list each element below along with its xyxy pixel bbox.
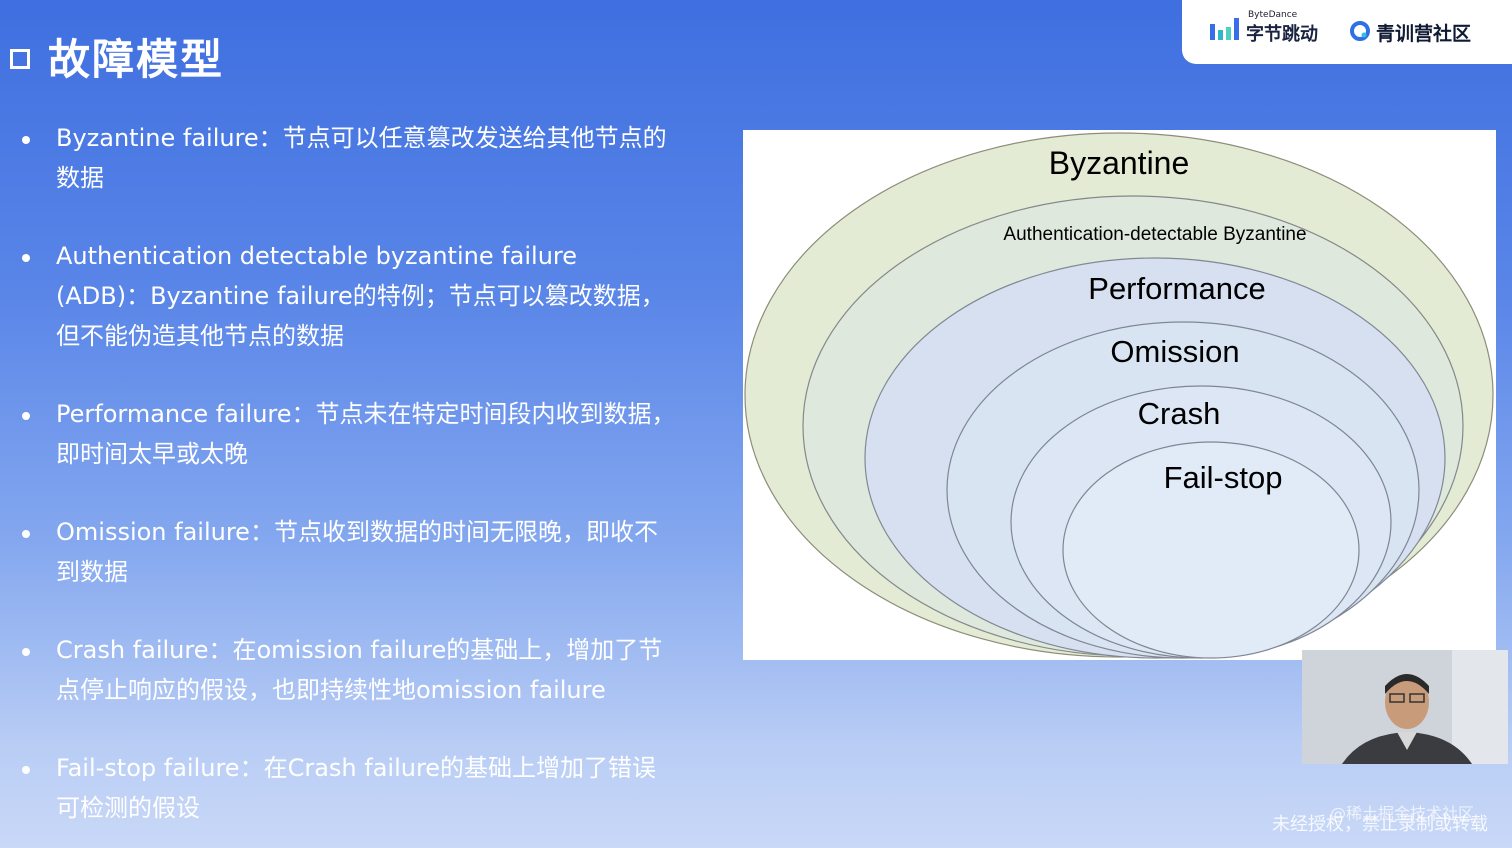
failure-model-diagram: Byzantine Authentication-detectable Byza… [743, 130, 1496, 660]
bullet-text: Byzantine failure：节点可以任意篡改发送给其他节点的数据 [56, 124, 667, 192]
omission-label: Omission [1110, 334, 1239, 369]
source-watermark: @稀土掘金技术社区 [1330, 804, 1475, 823]
bullet-dot-icon [22, 648, 30, 656]
list-item: Performance failure：节点未在特定时间段内收到数据，即时间太早… [22, 394, 692, 474]
failstop-ellipse [1062, 441, 1360, 659]
title-area: 故障模型 [10, 26, 224, 87]
bullet-dot-icon [22, 766, 30, 774]
bullet-dot-icon [22, 136, 30, 144]
performance-label: Performance [1088, 271, 1265, 306]
bullet-text: Authentication detectable byzantine fail… [56, 242, 665, 350]
bullet-dot-icon [22, 412, 30, 420]
nested-ellipses-diagram: Byzantine Authentication-detectable Byza… [744, 132, 1494, 659]
checkbox-square-icon [10, 48, 30, 69]
bullet-text: Crash failure：在omission failure的基础上，增加了节… [56, 636, 663, 704]
list-item: Crash failure：在omission failure的基础上，增加了节… [22, 630, 692, 710]
bytedance-logo-icon [1210, 18, 1239, 40]
failstop-label: Fail-stop [1164, 460, 1283, 495]
list-item: Byzantine failure：节点可以任意篡改发送给其他节点的数据 [22, 118, 692, 198]
copyright-notice: 未经授权，禁止录制或转载 [1272, 814, 1488, 835]
qingxun-logo-icon [1350, 21, 1370, 41]
crash-label: Crash [1138, 396, 1221, 431]
list-item: Fail-stop failure：在Crash failure的基础上增加了错… [22, 748, 692, 828]
bullet-dot-icon [22, 254, 30, 262]
camp-name: 青训营社区 [1376, 23, 1472, 45]
logo-bar: ByteDance 字节跳动 青训营社区 [1182, 0, 1512, 64]
bytedance-name: 字节跳动 [1246, 24, 1318, 45]
byzantine-label: Byzantine [1049, 145, 1190, 181]
page-title: 故障模型 [48, 35, 225, 84]
bullet-text: Omission failure：节点收到数据的时间无限晚，即收不到数据 [56, 518, 658, 586]
bullet-dot-icon [22, 530, 30, 538]
bytedance-small-label: ByteDance [1248, 10, 1298, 20]
list-item: Authentication detectable byzantine fail… [22, 236, 692, 356]
adb-label: Authentication-detectable Byzantine [1003, 224, 1306, 245]
speaker-video [1302, 650, 1508, 764]
bullet-text: Fail-stop failure：在Crash failure的基础上增加了错… [56, 754, 657, 822]
bullet-text: Performance failure：节点未在特定时间段内收到数据，即时间太早… [56, 400, 676, 468]
speaker-person-icon [1302, 650, 1508, 764]
list-item: Omission failure：节点收到数据的时间无限晚，即收不到数据 [22, 512, 692, 592]
